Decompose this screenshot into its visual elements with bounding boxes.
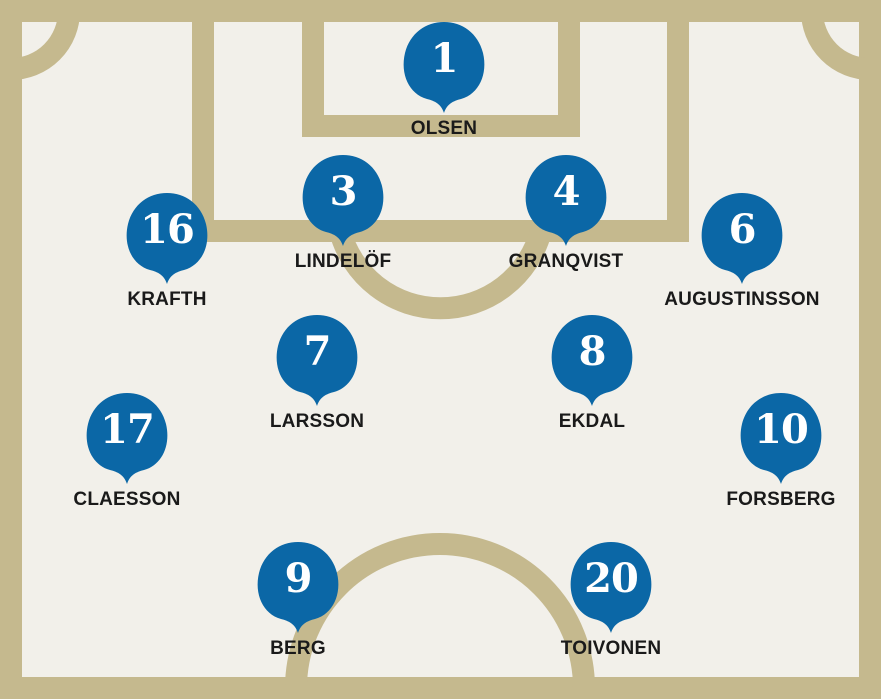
player-number: 3 — [329, 168, 358, 215]
player-number: 6 — [728, 206, 757, 253]
badge-shape — [276, 315, 358, 406]
player-name: EKDAL — [558, 411, 626, 432]
badge-shape — [86, 393, 168, 484]
center-circle-arc — [285, 533, 595, 689]
player-name: AUGUSTINSSON — [664, 289, 820, 310]
badge-shape — [126, 193, 208, 284]
shield-marker-icon: 8 — [547, 313, 637, 409]
badge-shape — [570, 542, 652, 633]
badge-shape — [302, 155, 384, 246]
player-number: 7 — [303, 328, 332, 375]
goal-area — [302, 0, 580, 137]
penalty-area — [192, 0, 689, 242]
badge-shape — [701, 193, 783, 284]
shield-marker-icon: 1 — [399, 20, 489, 116]
player-marker: 7 LARSSON — [217, 313, 417, 433]
corner-arc-left — [10, 10, 80, 80]
player-name: FORSBERG — [726, 489, 836, 510]
shield-marker-icon: 20 — [566, 540, 656, 636]
shield-marker-icon: 3 — [298, 153, 388, 249]
player-marker: 4 GRANQVIST — [466, 153, 666, 273]
player-number: 17 — [100, 406, 155, 453]
player-number: 20 — [584, 555, 639, 602]
player-marker: 6 AUGUSTINSSON — [642, 191, 842, 311]
player-name: KRAFTH — [127, 289, 207, 310]
player-name: OLSEN — [410, 118, 478, 139]
player-marker: 3 LINDELÖF — [243, 153, 443, 273]
player-name: LINDELÖF — [294, 251, 392, 272]
badge-shape — [403, 22, 485, 113]
player-name: CLAESSON — [73, 489, 181, 510]
shield-marker-icon: 9 — [253, 540, 343, 636]
badge-shape — [257, 542, 339, 633]
penalty-arc — [329, 228, 552, 320]
player-marker: 9 BERG — [198, 540, 398, 660]
shield-marker-icon: 17 — [82, 391, 172, 487]
player-marker: 10 FORSBERG — [681, 391, 881, 511]
player-name: GRANQVIST — [508, 251, 624, 272]
player-number: 8 — [578, 328, 607, 375]
shield-marker-icon: 4 — [521, 153, 611, 249]
shield-marker-icon: 16 — [122, 191, 212, 287]
shield-marker-icon: 6 — [697, 191, 787, 287]
shield-marker-icon: 7 — [272, 313, 362, 409]
corner-arc-right — [801, 10, 871, 80]
player-number: 9 — [284, 555, 313, 602]
player-name: LARSSON — [269, 411, 365, 432]
player-number: 4 — [552, 168, 581, 215]
player-marker: 20 TOIVONEN — [511, 540, 711, 660]
player-marker: 1 OLSEN — [344, 20, 544, 140]
player-marker: 8 EKDAL — [492, 313, 692, 433]
player-marker: 16 KRAFTH — [67, 191, 267, 311]
player-number: 10 — [754, 406, 809, 453]
badge-shape — [551, 315, 633, 406]
badge-shape — [740, 393, 822, 484]
player-name: BERG — [270, 638, 326, 659]
player-number: 16 — [140, 206, 195, 253]
player-number: 1 — [430, 35, 459, 82]
player-marker: 17 CLAESSON — [27, 391, 227, 511]
badge-shape — [525, 155, 607, 246]
player-name: TOIVONEN — [560, 638, 662, 659]
shield-marker-icon: 10 — [736, 391, 826, 487]
